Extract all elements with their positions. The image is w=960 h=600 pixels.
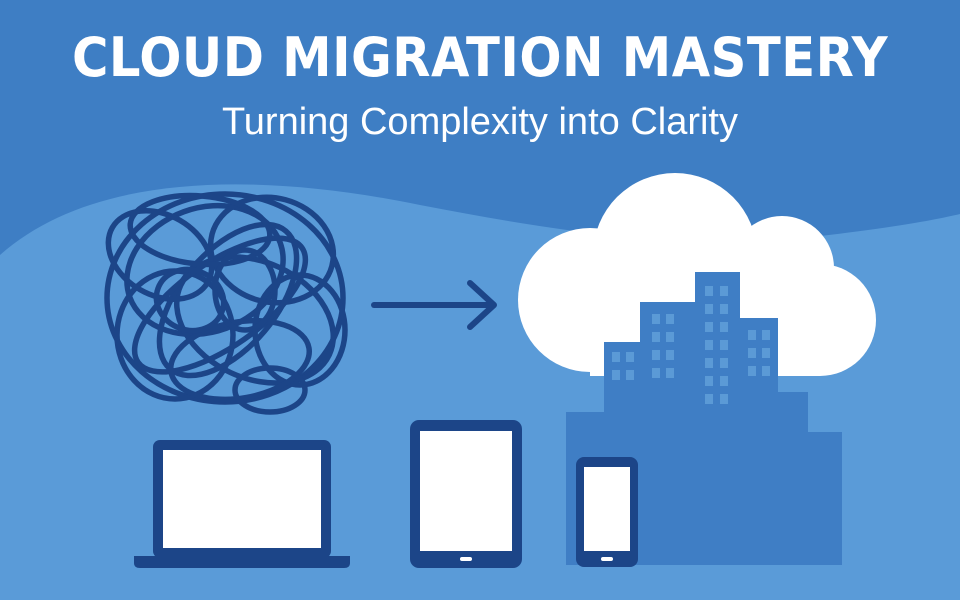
poster-title: CLOUD MIGRATION MASTERY bbox=[71, 26, 889, 89]
building-windows bbox=[612, 286, 770, 404]
laptop-icon bbox=[134, 440, 350, 568]
smartphone-icon bbox=[576, 457, 638, 567]
tablet-icon bbox=[410, 420, 522, 568]
arrow-right-icon bbox=[371, 280, 497, 330]
poster-subtitle: Turning Complexity into Clarity bbox=[222, 101, 738, 143]
tangled-scribble-icon bbox=[104, 191, 348, 415]
